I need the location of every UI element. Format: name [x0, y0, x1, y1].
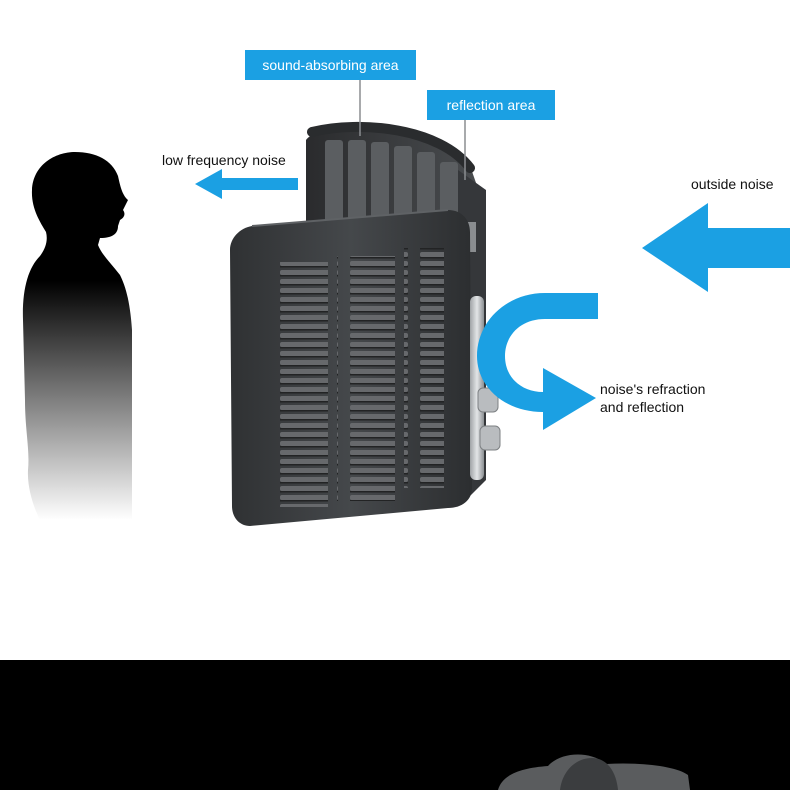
reflection-area-label: reflection area [427, 90, 555, 120]
product-preview-shape [0, 660, 790, 790]
u-turn-arrow-icon [477, 293, 598, 430]
refraction-caption-line1: noise's refraction [600, 381, 706, 397]
outside-noise-arrow-icon [642, 203, 790, 292]
outside-noise-caption: outside noise [691, 176, 774, 192]
sound-absorbing-area-label: sound-absorbing area [245, 50, 416, 80]
refraction-caption-line2: and reflection [600, 399, 685, 415]
isolation-shield-icon [230, 121, 501, 526]
low-frequency-noise-caption: low frequency noise [162, 152, 286, 168]
low-frequency-arrow-icon [195, 169, 298, 199]
person-silhouette-icon [22, 152, 133, 520]
